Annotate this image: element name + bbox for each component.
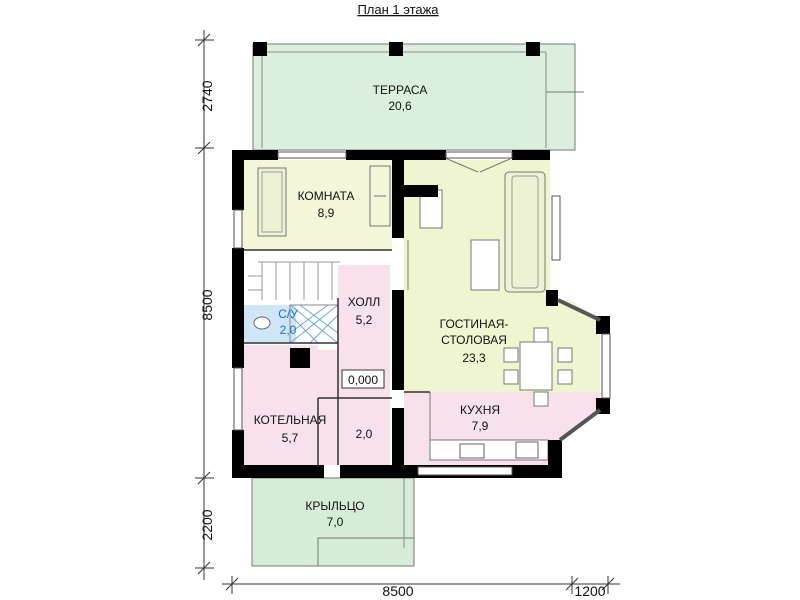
porch-label: КРЫЛЬЦО — [305, 499, 364, 513]
walls — [232, 150, 610, 478]
room-label: КОМНАТА — [298, 189, 355, 203]
level-value: 0,000 — [348, 373, 378, 387]
wc-area-value: 2,0 — [280, 323, 297, 337]
boiler-area-value: 5,7 — [282, 431, 299, 445]
porch-area-value: 7,0 — [327, 515, 344, 529]
terrace-area — [252, 43, 576, 151]
terrace-label: ТЕРРАСА — [373, 83, 428, 97]
room-area-value: 8,9 — [318, 206, 335, 220]
hall-area-value: 5,2 — [356, 313, 373, 327]
sofa-icon — [504, 171, 546, 293]
sink-icon — [459, 443, 485, 459]
hall-area — [338, 265, 390, 465]
dim-terrace-depth: 2740 — [199, 80, 215, 111]
dining-table-icon — [519, 341, 553, 391]
vestibule-area-value: 2,0 — [356, 427, 373, 441]
coffee-table-icon — [470, 239, 500, 291]
dim-porch-depth: 2200 — [199, 509, 215, 540]
terrace-area-value: 20,6 — [388, 99, 412, 113]
dim-bay-width: 1200 — [574, 583, 605, 599]
boiler-label: КОТЕЛЬНАЯ — [254, 413, 327, 427]
plan-title: План 1 этажа — [357, 2, 439, 17]
wc-label: С/У — [278, 307, 298, 321]
wardrobe-icon — [369, 165, 391, 227]
living-label-1: ГОСТИНАЯ- — [440, 317, 509, 331]
dim-house-depth: 8500 — [199, 289, 215, 320]
living-area-value: 23,3 — [462, 351, 486, 365]
living-label-2: СТОЛОВАЯ — [441, 333, 507, 347]
level-mark — [341, 369, 385, 389]
armchair-icon — [257, 167, 287, 237]
dim-house-width: 8500 — [382, 583, 413, 599]
toilet-icon — [253, 316, 271, 330]
stove-icon — [515, 441, 539, 459]
hall-label: ХОЛЛ — [348, 295, 381, 309]
kitchen-label: КУХНЯ — [460, 403, 500, 417]
kitchen-area-value: 7,9 — [472, 419, 489, 433]
